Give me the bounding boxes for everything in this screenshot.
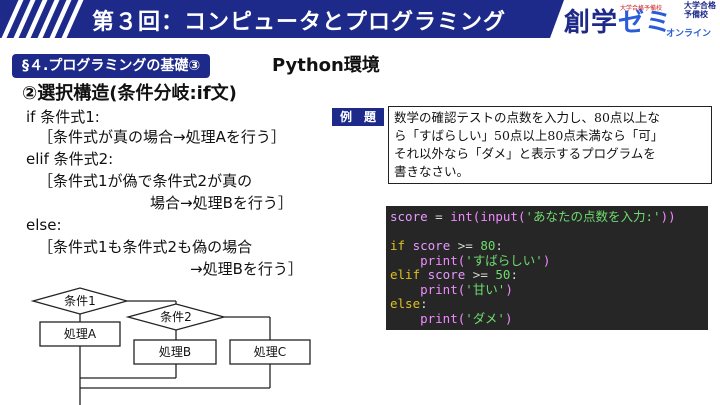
code-line-3: print('すばらしい') (390, 252, 551, 268)
syntax-else-desc-2: →処理Bを行う］ (190, 260, 303, 278)
code-line-7: print('ダメ') (390, 310, 513, 326)
flow-cond2-label: 条件2 (160, 310, 192, 324)
flow-proc-b-label: 処理B (159, 345, 191, 359)
flowchart: 条件1 条件2 処理A 処理B 処理C (30, 287, 311, 405)
logo-online: オンライン (666, 29, 712, 38)
example-badge: 例 題 (332, 108, 384, 126)
flow-proc-a-label: 処理A (64, 327, 97, 341)
flow-process-b (133, 339, 217, 365)
code-line-5: print('甘い') (390, 281, 513, 297)
code-line-6: else: (390, 296, 428, 311)
example-line: 書きなさい。 (394, 164, 470, 179)
flow-cond1-label: 条件1 (64, 294, 96, 308)
code-line-4: elif score >= 50: (390, 267, 518, 282)
code-line-1: score = int(input('あなたの点数を入力:')) (390, 209, 676, 224)
header-stripes (0, 0, 86, 38)
syntax-else: else: (26, 216, 62, 234)
subsection-title: ②選択構造(条件分岐:if文) (22, 83, 237, 104)
brand-logo: 創学ゼミ 大学合格予備校 大学合格予備校 オンライン (550, 0, 720, 38)
section-badge: §４.プログラミングの基礎③ (12, 54, 211, 78)
lecture-title: 第３回：コンピュータとプログラミング (92, 10, 507, 35)
header-bar: 第３回：コンピュータとプログラミング 創学ゼミ 大学合格予備校 大学合格予備校 … (0, 0, 720, 38)
section-title: Python環境 (272, 55, 380, 76)
syntax-elif-desc-2: 場合→処理Bを行う］ (150, 194, 293, 212)
example-line: 数学の確認テストの点数を入力し、80点以上な (394, 110, 660, 125)
syntax-if: if 条件式1: (26, 108, 100, 126)
syntax-else-desc-1: ［条件式1も条件式2も偽の場合 (38, 238, 253, 256)
syntax-elif: elif 条件式2: (26, 150, 114, 168)
syntax-if-desc: ［条件式が真の場合→処理Aを行う］ (38, 128, 286, 146)
logo-tagline: 大学合格予備校 (620, 5, 663, 12)
syntax-elif-desc-1: ［条件式1が偽で条件式2が真の (38, 172, 253, 190)
logo-wordmark: 創学ゼミ (564, 8, 673, 38)
example-line: それ以外なら「ダメ」と表示するプログラムを (394, 146, 656, 161)
example-line: ら「すばらしい」50点以上80点未満なら「可」 (394, 128, 664, 143)
logo-side-text: 大学合格予備校 (684, 1, 716, 19)
code-panel: score = int(input('あなたの点数を入力:')) if scor… (386, 206, 708, 330)
example-box: 数学の確認テストの点数を入力し、80点以上な ら「すばらしい」50点以上80点未… (388, 106, 712, 184)
flow-proc-c-label: 処理C (254, 345, 286, 359)
code-line-blank (390, 225, 704, 240)
code-line-2: if score >= 80: (390, 238, 503, 253)
